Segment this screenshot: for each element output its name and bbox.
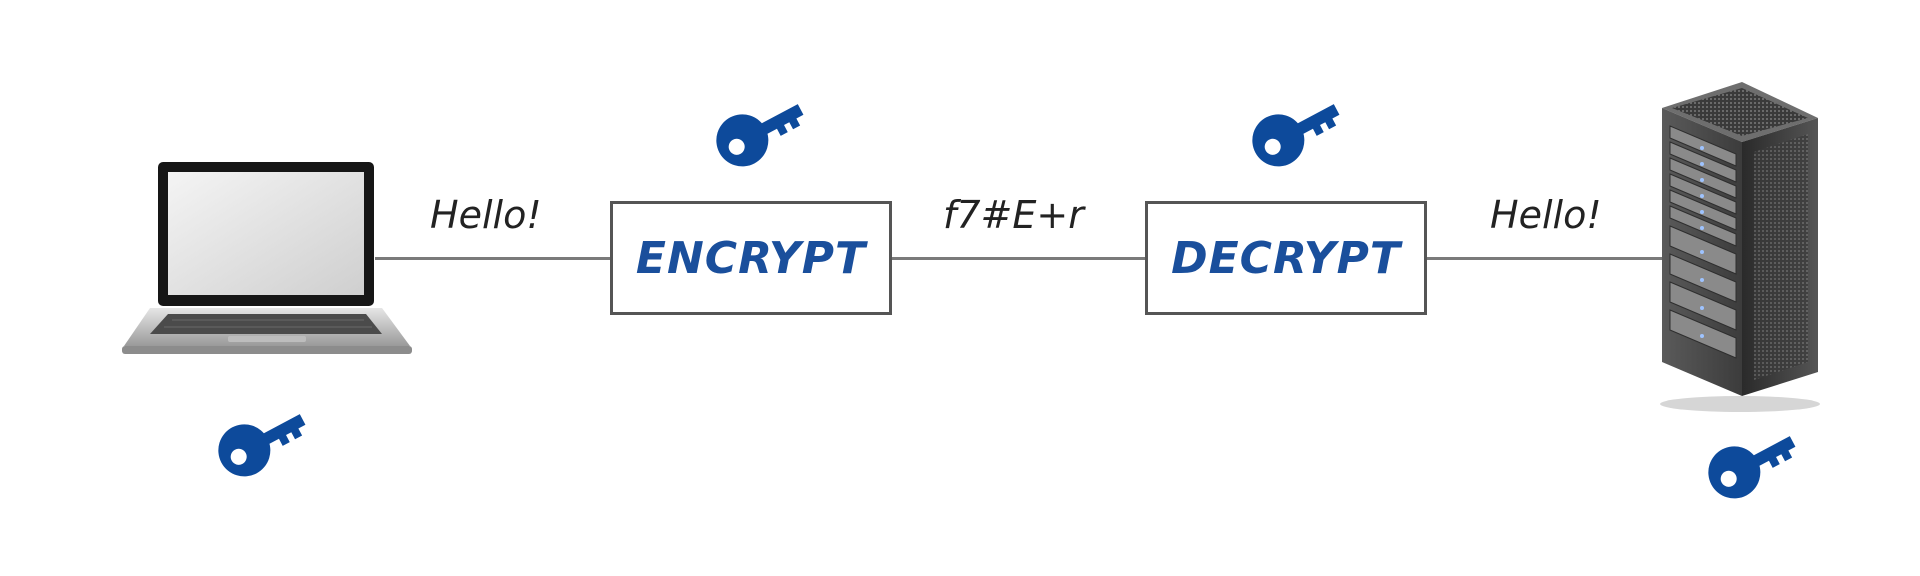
- plaintext-message-sender: Hello!: [430, 193, 542, 237]
- decrypt-box: DECRYPT: [1145, 201, 1427, 315]
- line-laptop-to-encrypt: [375, 257, 610, 260]
- plaintext-message-receiver: Hello!: [1490, 193, 1602, 237]
- laptop-icon: [122, 162, 412, 354]
- line-encrypt-to-decrypt: [890, 257, 1145, 260]
- key-icon: [1708, 436, 1796, 499]
- encrypt-label: ENCRYPT: [635, 232, 867, 284]
- decrypt-label: DECRYPT: [1171, 232, 1401, 284]
- ciphertext-message: f7#E+r: [943, 193, 1084, 237]
- line-decrypt-to-server: [1425, 257, 1665, 260]
- key-icon: [1252, 104, 1340, 167]
- key-icon: [716, 104, 804, 167]
- server-icon: [1660, 82, 1820, 412]
- encrypt-box: ENCRYPT: [610, 201, 892, 315]
- key-icon: [218, 414, 306, 477]
